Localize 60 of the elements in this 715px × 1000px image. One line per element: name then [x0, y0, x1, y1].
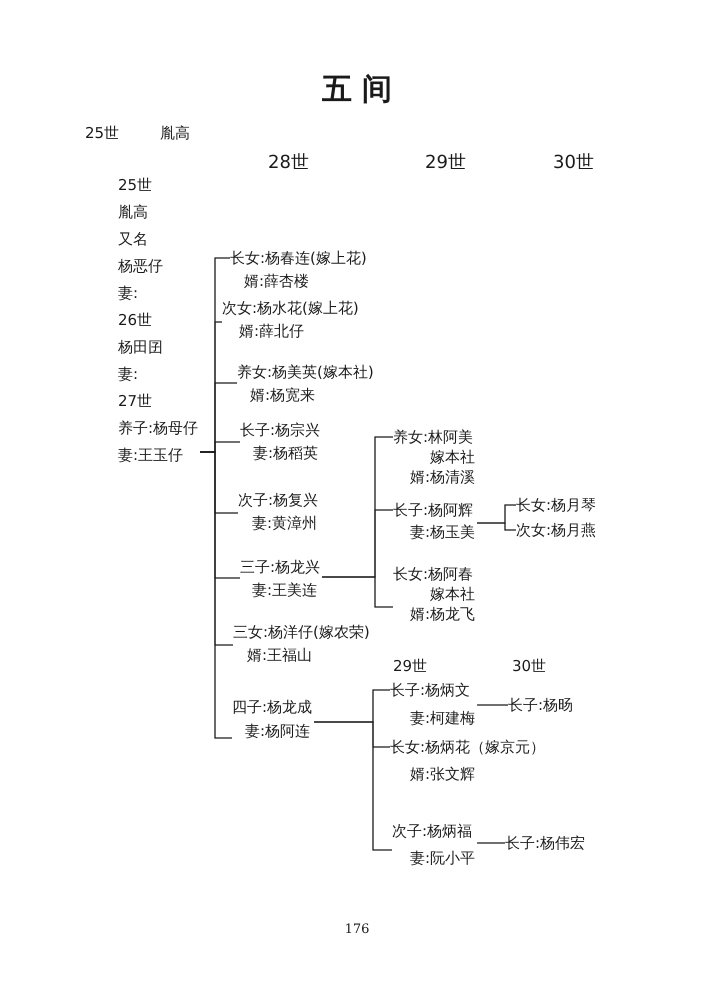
- genealogy-entry-text: 妻:阮小平: [410, 848, 476, 868]
- genealogy-entry-text: 养女:林阿美: [393, 427, 474, 447]
- generation-header: 29世: [425, 152, 466, 174]
- generation-label: 25世: [85, 124, 120, 142]
- generation-header: 30世: [512, 657, 546, 675]
- ancestor-name: 胤高: [160, 124, 190, 142]
- page-title: 五 间: [322, 72, 392, 108]
- genealogy-entry-text: 婿:杨清溪: [410, 467, 476, 487]
- genealogy-entry-text: 杨田囝: [118, 336, 163, 358]
- genealogy-entry-text: 妻:: [118, 364, 138, 384]
- genealogy-entry-text: 婿:张文辉: [410, 764, 476, 784]
- genealogy-entry-text: 27世: [118, 390, 152, 412]
- page-number: 176: [344, 922, 370, 938]
- genealogy-entry-text: 婿:杨宽来: [250, 384, 316, 406]
- generation-header: 29世: [393, 657, 428, 675]
- generation-header: 30世: [553, 152, 594, 174]
- genealogy-entry-text: 次子:杨炳福: [392, 820, 472, 842]
- genealogy-entry-text: 26世: [118, 310, 152, 330]
- genealogy-entry-text: 长女:杨炳花（嫁京元）: [390, 736, 546, 758]
- lineage-connector: [200, 451, 232, 739]
- genealogy-entry-text: 养女:杨美英(嫁本社): [237, 362, 374, 382]
- generation-header: 28世: [268, 152, 309, 174]
- lineage-connector: [322, 576, 393, 608]
- genealogy-entry-text: 妻:王玉仔: [118, 444, 184, 466]
- genealogy-entry-text: 四子:杨龙成: [232, 697, 312, 718]
- genealogy-entry-text: 妻:柯建梅: [410, 708, 476, 729]
- genealogy-entry-text: 妻:杨稻英: [253, 442, 318, 464]
- genealogy-entry-text: 婿:杨龙飞: [410, 604, 476, 624]
- genealogy-entry-text: 长女:杨春连(嫁上花): [230, 248, 367, 268]
- genealogy-entry-text: 三子:杨龙兴: [240, 556, 320, 578]
- genealogy-entry-text: 杨恶仔: [118, 256, 163, 276]
- genealogy-entry-text: 妻:杨阿连: [245, 721, 310, 742]
- genealogy-entry-text: 妻:: [118, 282, 138, 304]
- genealogy-entry-text: 妻:杨玉美: [410, 522, 476, 543]
- genealogy-entry-text: 妻:黄漳州: [252, 512, 318, 534]
- genealogy-entry-text: 长子:杨阿辉: [393, 500, 474, 521]
- genealogy-entry-text: 嫁本社: [430, 584, 475, 604]
- genealogy-entry-text: 次女:杨水花(嫁上花): [222, 298, 359, 318]
- lineage-connector: [314, 721, 392, 851]
- genealogy-entry-text: 嫁本社: [430, 447, 475, 467]
- lineage-connector: [477, 842, 505, 844]
- genealogy-entry-text: 长女:杨阿春: [393, 564, 474, 584]
- genealogy-entry-text: 养子:杨母仔: [118, 418, 198, 438]
- genealogy-entry-text: 长女:杨月琴: [516, 495, 596, 516]
- genealogy-entry-text: 长子:杨伟宏: [505, 833, 586, 854]
- genealogy-entry-text: 25世: [118, 174, 152, 196]
- genealogy-entry-text: 次子:杨复兴: [238, 490, 318, 510]
- genealogy-entry-text: 婿:薛北仔: [239, 320, 304, 342]
- genealogy-entry-text: 长子:杨旸: [508, 695, 574, 716]
- genealogy-entry-text: 妻:王美连: [252, 580, 318, 600]
- lineage-connector: [477, 704, 508, 706]
- genealogy-entry-text: 长子:杨宗兴: [240, 420, 320, 440]
- genealogy-entry-text: 次女:杨月燕: [516, 520, 596, 541]
- genealogy-entry-text: 婿:薛杏楼: [244, 270, 310, 292]
- genealogy-entry-text: 胤高: [118, 202, 148, 222]
- genealogy-entry-text: 长子:杨炳文: [390, 680, 470, 701]
- genealogy-entry-text: 三女:杨洋仔(嫁农荣): [233, 622, 370, 642]
- genealogy-entry-text: 又名: [118, 228, 148, 250]
- lineage-connector: [477, 522, 516, 531]
- genealogy-entry-text: 婿:王福山: [247, 644, 312, 666]
